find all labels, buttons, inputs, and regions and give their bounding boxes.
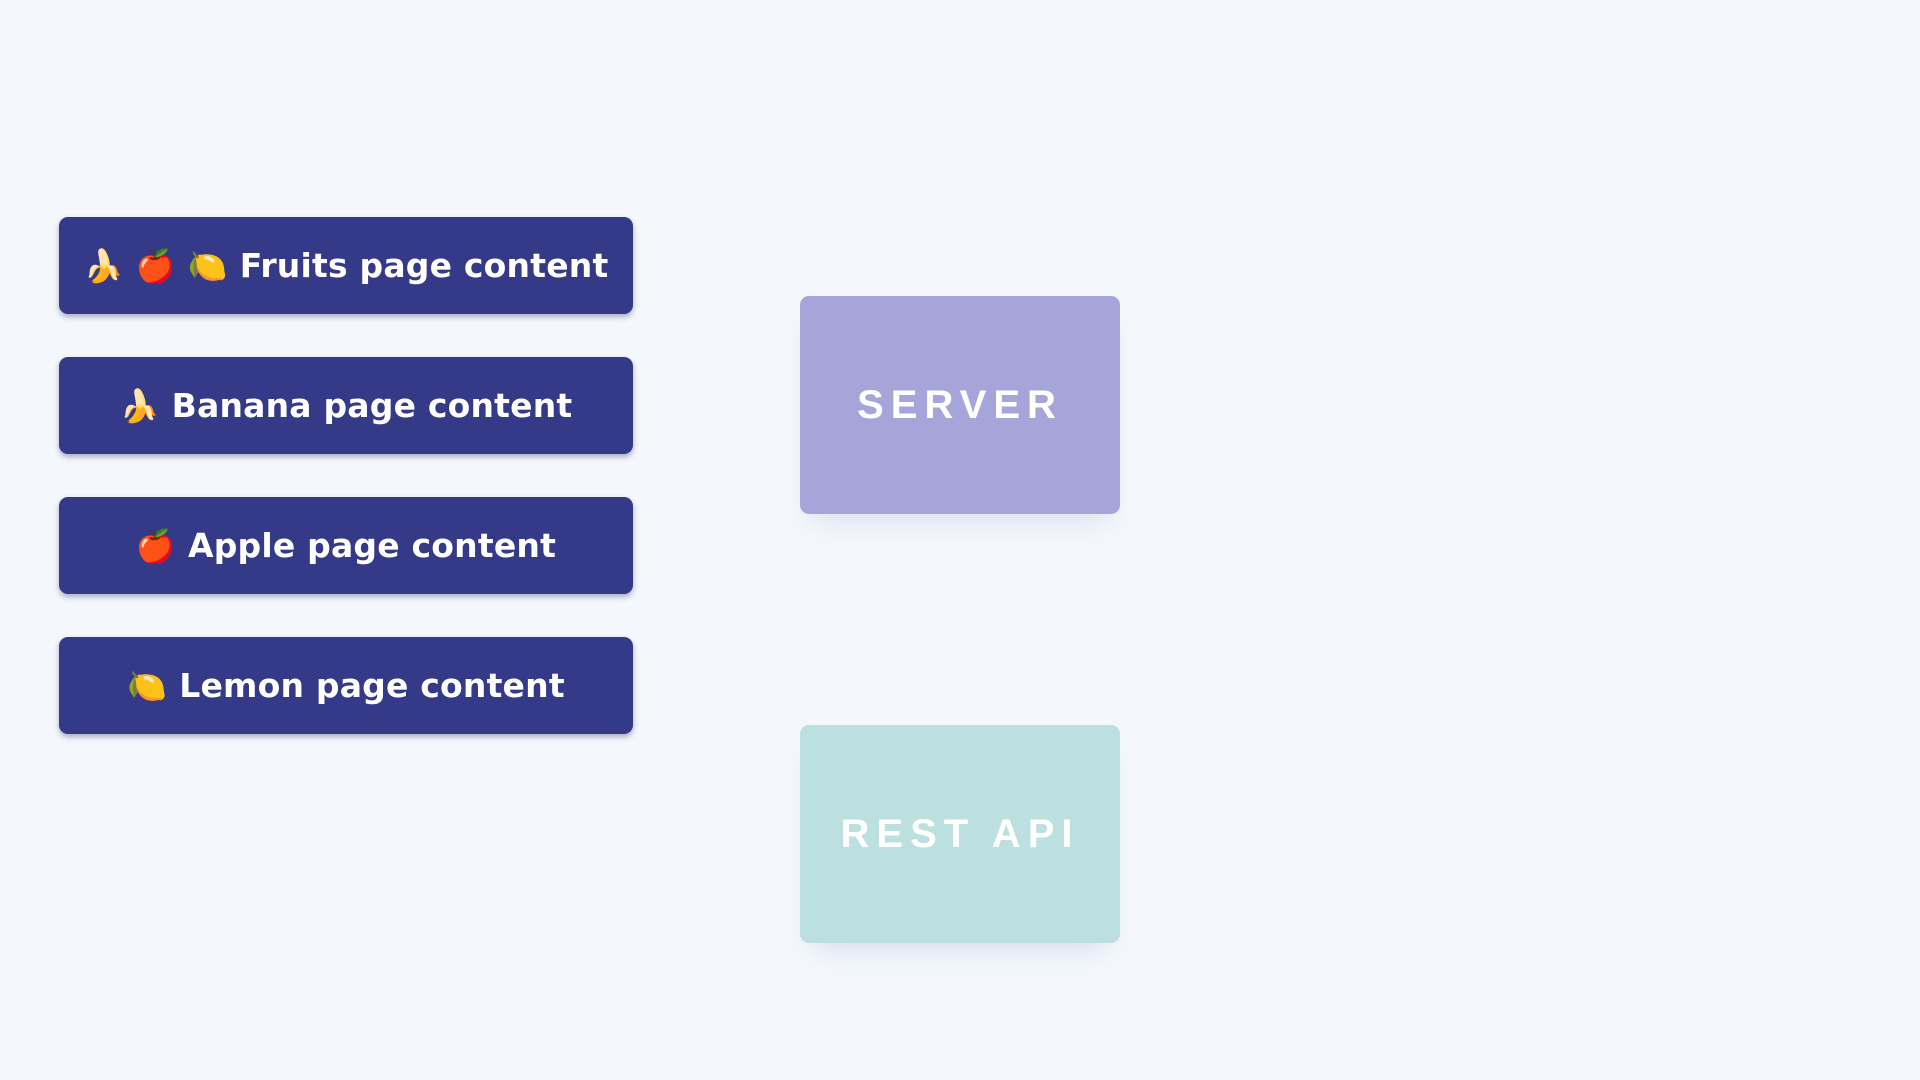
lemon-icon: 🍋: [127, 666, 168, 705]
apple-page-label: Apple page content: [187, 526, 557, 565]
server-label: SERVER: [857, 382, 1063, 427]
page-content-list: 🍌 🍎 🍋 Fruits page content 🍌 Banana page …: [59, 217, 633, 777]
fruits-page-label: Fruits page content: [239, 246, 609, 285]
rest-api-label: REST API: [840, 811, 1080, 856]
fruits-icons: 🍌 🍎 🍋: [84, 250, 228, 282]
apple-icon: 🍎: [135, 526, 176, 565]
lemon-page-label: Lemon page content: [179, 666, 565, 705]
banana-page-label: Banana page content: [171, 386, 573, 425]
lemon-page-card: 🍋 Lemon page content: [59, 637, 633, 734]
banana-page-card: 🍌 Banana page content: [59, 357, 633, 454]
apple-page-card: 🍎 Apple page content: [59, 497, 633, 594]
lemon-icon: 🍋: [187, 246, 228, 285]
apple-icons: 🍎: [136, 530, 176, 562]
apple-icon: 🍎: [135, 246, 176, 285]
banana-icon: 🍌: [83, 246, 124, 285]
server-node: SERVER: [800, 296, 1120, 514]
rest-api-node: REST API: [800, 725, 1120, 943]
banana-icons: 🍌: [120, 390, 160, 422]
banana-icon: 🍌: [119, 386, 160, 425]
fruits-page-card: 🍌 🍎 🍋 Fruits page content: [59, 217, 633, 314]
lemon-icons: 🍋: [127, 670, 167, 702]
